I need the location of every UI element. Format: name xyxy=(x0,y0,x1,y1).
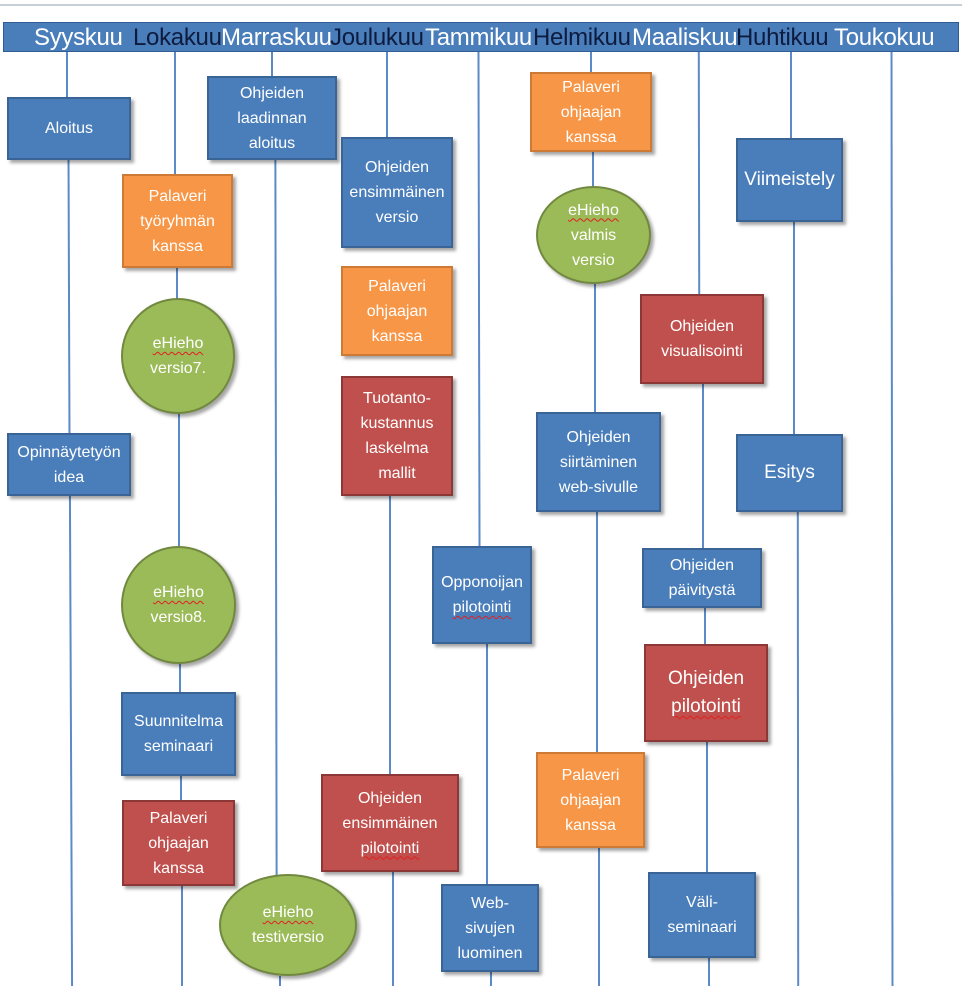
month-label: Toukokuu xyxy=(834,24,935,51)
month-line-lokakuu xyxy=(176,268,178,300)
task-ohjeiden-ensimmainen-versio: Ohjeiden ensimmäinen versio xyxy=(341,137,453,248)
month-label: Syyskuu xyxy=(34,24,123,51)
task-palaveri-ohjaajan-4: Palaveri ohjaajan kanssa xyxy=(536,752,645,848)
month-line-maaliskuu xyxy=(702,384,704,548)
month-line-lokakuu xyxy=(178,412,180,548)
top-rule xyxy=(0,4,962,6)
task-palaveri-ohjaajan-3: Palaveri ohjaajan kanssa xyxy=(530,72,652,152)
task-vali-seminaari: Väli- seminaari xyxy=(648,872,756,958)
task-ohjeiden-siirtaminen: Ohjeiden siirtäminen web-sivulle xyxy=(536,412,661,512)
task-viimeistely: Viimeistely xyxy=(736,138,843,222)
month-line-lokakuu xyxy=(180,776,182,800)
task-aloitus: Aloitus xyxy=(7,97,131,160)
task-tuotantokustannus: Tuotanto- kustannus laskelma mallit xyxy=(341,376,453,496)
month-line-syyskuu xyxy=(66,52,68,98)
month-line-huhtikuu xyxy=(796,511,799,986)
month-line-marraskuu xyxy=(274,159,278,877)
month-line-maaliskuu xyxy=(697,51,700,295)
month-line-tammikuu xyxy=(490,972,492,986)
month-label: Huhtikuu xyxy=(736,24,829,51)
task-opinnaytetyon-idea: Opinnäytetyön idea xyxy=(7,433,131,496)
task-ohjeiden-paivitysta: Ohjeiden päivitystä xyxy=(642,548,762,608)
month-line-huhtikuu xyxy=(793,222,795,434)
month-line-marraskuu xyxy=(271,52,273,76)
month-line-syyskuu xyxy=(68,495,73,986)
month-line-helmikuu xyxy=(590,52,592,72)
month-line-joulukuu xyxy=(389,496,391,776)
month-line-tammikuu xyxy=(477,51,481,549)
month-label: Helmikuu xyxy=(533,24,631,51)
task-palaveri-ohjaajan-1: Palaveri ohjaajan kanssa xyxy=(122,800,235,886)
month-line-helmikuu xyxy=(598,848,600,986)
month-line-syyskuu xyxy=(67,159,71,435)
task-palaveri-tyoryhman: Palaveri työryhmän kanssa xyxy=(122,174,233,268)
month-label: Lokakuu xyxy=(133,24,222,51)
month-header-bar xyxy=(3,22,959,52)
task-suunnitelma-seminaari: Suunnitelma seminaari xyxy=(121,692,236,776)
month-line-toukokuu xyxy=(890,51,894,986)
task-esitys: Esitys xyxy=(736,434,843,512)
task-ohjeiden-laadinnan-aloitus: Ohjeiden laadinnan aloitus xyxy=(207,76,337,160)
month-label: Maaliskuu xyxy=(632,24,738,51)
month-line-maaliskuu xyxy=(704,608,706,644)
month-line-joulukuu xyxy=(392,872,394,986)
month-line-joulukuu xyxy=(386,52,388,138)
month-line-helmikuu xyxy=(596,512,598,752)
month-line-lokakuu xyxy=(174,52,176,174)
month-label: Tammikuu xyxy=(425,24,532,51)
month-line-helmikuu xyxy=(592,152,594,188)
month-label: Joulukuu xyxy=(330,24,424,51)
month-line-maaliskuu xyxy=(708,958,710,986)
task-web-sivujen-luominen: Web- sivujen luominen xyxy=(441,884,539,972)
month-line-maaliskuu xyxy=(706,742,708,872)
month-label: Marraskuu xyxy=(221,24,332,51)
task-ohjeiden-visualisointi: Ohjeiden visualisointi xyxy=(640,294,764,384)
month-line-lokakuu xyxy=(179,662,181,692)
month-line-huhtikuu xyxy=(790,52,792,138)
month-line-helmikuu xyxy=(594,284,596,412)
month-line-lokakuu xyxy=(181,886,183,986)
month-line-tammikuu xyxy=(486,644,488,884)
month-line-marraskuu xyxy=(279,976,281,986)
task-palaveri-ohjaajan-2: Palaveri ohjaajan kanssa xyxy=(341,266,453,356)
